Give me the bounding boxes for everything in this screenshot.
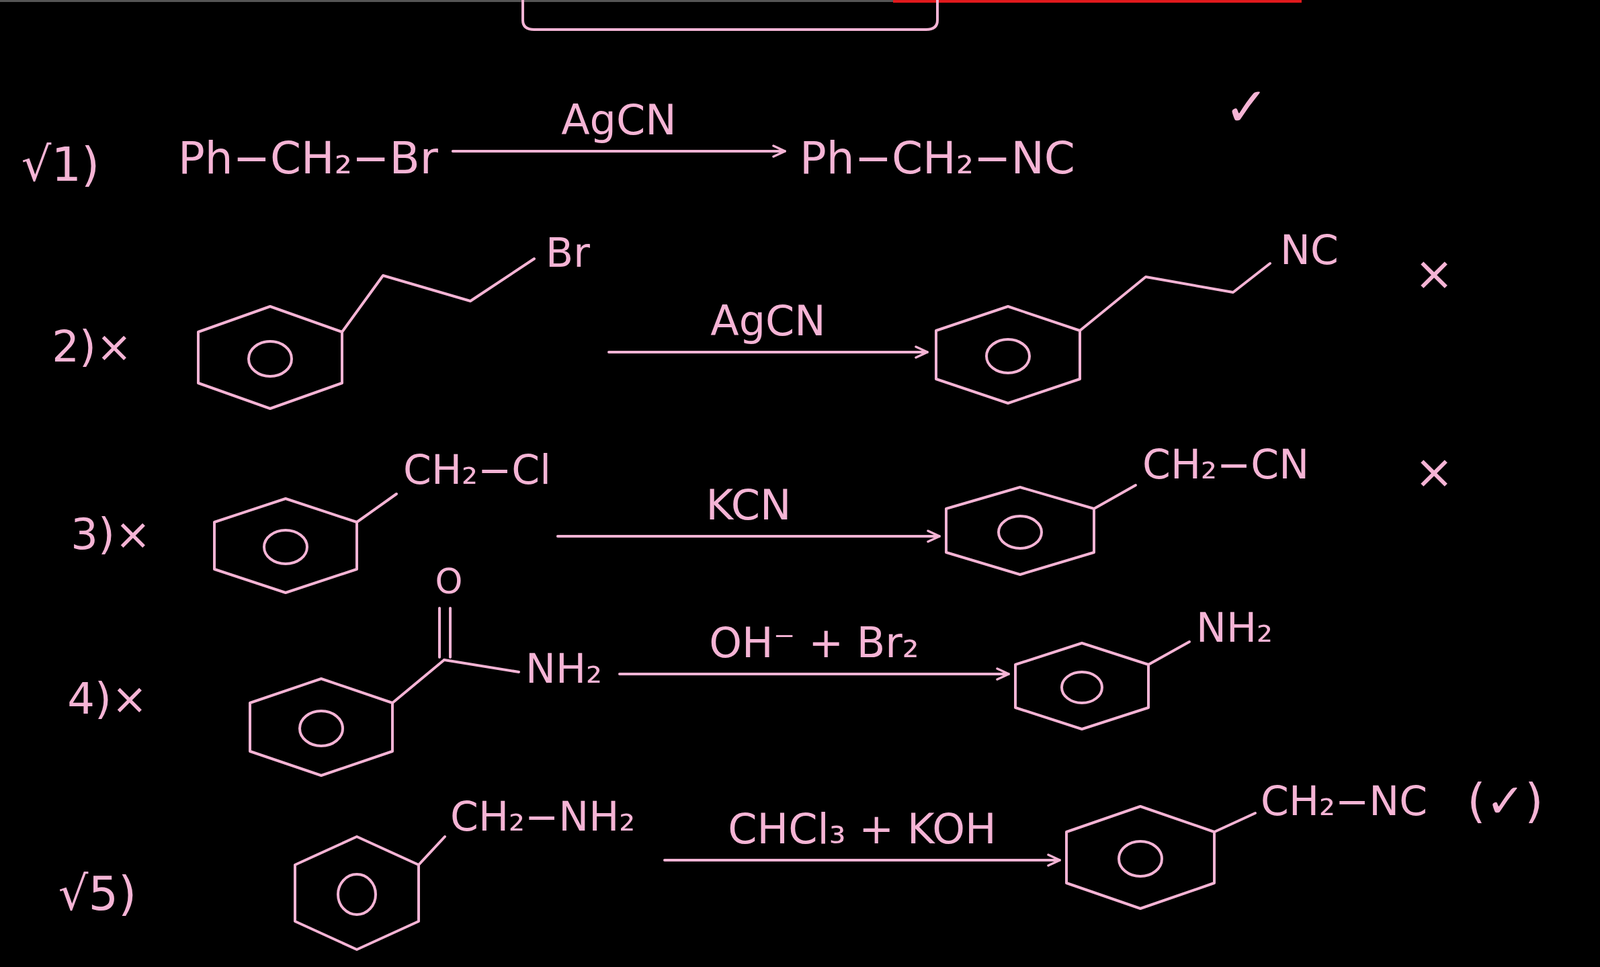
reagent-label: AgCN (710, 298, 826, 345)
bond (1148, 641, 1190, 665)
mark-label: ✓ (1223, 77, 1269, 138)
double-bond (438, 608, 441, 658)
benzene-ring (198, 306, 343, 409)
mark-label: √1) (21, 139, 100, 191)
reaction-arrow (452, 149, 785, 153)
bond (1214, 813, 1256, 832)
benzene-ring (249, 678, 393, 776)
ring-circle (1118, 841, 1162, 877)
mark-label: (✓) (1466, 775, 1543, 828)
mark-label: × (1414, 247, 1455, 300)
formula-text: CH₂−NC (1260, 778, 1428, 824)
mark-label: O (435, 562, 463, 601)
benzene-ring (1066, 806, 1215, 909)
reagent-label: CHCl₃ + KOH (727, 806, 996, 853)
reagent-label: OH⁻ + Br₂ (708, 620, 919, 666)
bond (418, 836, 445, 865)
formula-text: Ph−CH₂−NC (799, 134, 1076, 184)
ring-circle (299, 710, 343, 746)
mark-label: 2)× (51, 323, 132, 371)
formula-text: NH₂ (1196, 605, 1273, 650)
molecule-node: Br (192, 221, 609, 417)
chain-bond (342, 258, 535, 332)
formula-node: Ph−CH₂−NC (784, 129, 1090, 189)
molecule-node: NC (927, 221, 1371, 410)
ring-circle (986, 339, 1030, 373)
molecule-node: NH₂ (243, 638, 620, 783)
formula-text: Br (545, 230, 591, 275)
molecule-node: CH₂−CN (939, 433, 1316, 582)
molecule-node: CH₂−NC (1059, 769, 1437, 918)
benzene-ring (295, 836, 419, 950)
bracket (522, 0, 938, 30)
reaction-arrow (664, 858, 1060, 862)
bond (1093, 485, 1136, 509)
formula-text: NH₂ (525, 646, 603, 691)
ring-circle (248, 341, 292, 377)
benzene-ring (1015, 643, 1149, 730)
formula-text: CH₂−CN (1142, 442, 1310, 487)
mark-label: 3)× (70, 510, 151, 558)
formula-text: Ph−CH₂−Br (178, 134, 439, 184)
formula-text: CH₂−Cl (403, 447, 552, 492)
reagent-label: AgCN (561, 97, 677, 144)
formula-text: NC (1280, 227, 1339, 273)
bond (392, 659, 445, 703)
ring-circle (264, 530, 308, 564)
benzene-ring (936, 306, 1080, 404)
molecule-node: NH₂ (1008, 601, 1318, 736)
chain-bond (1079, 263, 1271, 331)
reaction-arrow (619, 672, 1009, 676)
formula-node: Ph−CH₂−Br (163, 129, 453, 189)
top-strip (0, 0, 894, 3)
benzene-ring (946, 487, 1094, 575)
mark-label: 4)× (67, 675, 148, 723)
ring-circle (1061, 671, 1103, 703)
mark-label: √5) (58, 868, 137, 920)
molecule-node: CH₂−NH₂ (288, 786, 665, 958)
bond (356, 493, 397, 523)
molecule-node: CH₂−Cl (207, 436, 558, 600)
benzene-ring (214, 498, 357, 593)
formula-text: CH₂−NH₂ (450, 794, 636, 839)
reaction-arrow (608, 350, 928, 354)
reagent-label: KCN (705, 482, 791, 529)
double-bond (448, 608, 452, 658)
ring-circle (998, 516, 1042, 549)
bond (444, 659, 519, 672)
ring-circle (338, 874, 376, 915)
red-bar (893, 0, 1302, 3)
reaction-arrow (557, 534, 940, 538)
mark-label: × (1414, 446, 1455, 498)
